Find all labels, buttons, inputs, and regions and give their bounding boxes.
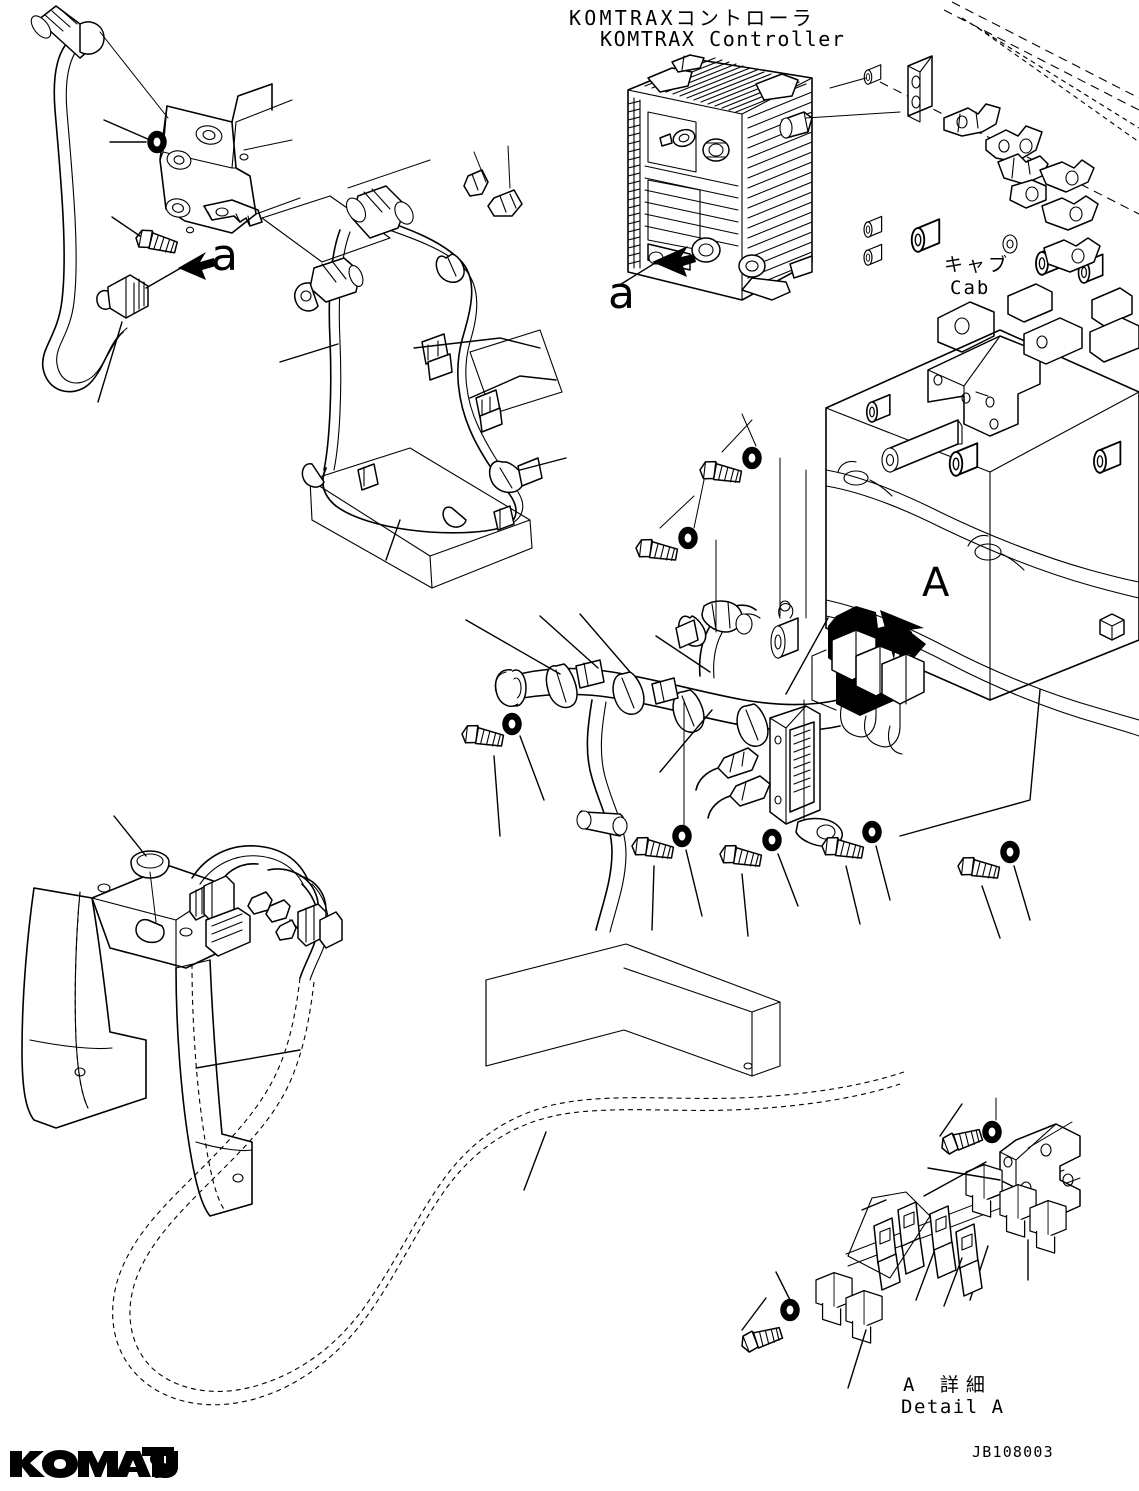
reference-marker-A-detail: A — [922, 560, 950, 606]
reference-marker-a-center: a — [608, 268, 635, 319]
group-main-harness — [459, 413, 1041, 939]
group-cover-panel — [21, 815, 905, 1406]
drawing-number: JB108003 — [972, 1443, 1054, 1461]
group-frame-rail — [825, 317, 1139, 737]
group-komtrax-controller — [617, 54, 901, 301]
group-detail-a — [737, 1097, 1081, 1389]
group-cab-hardware — [829, 1, 1139, 353]
cab-label-english: Cab — [950, 277, 991, 299]
komatsu-logo — [8, 1447, 180, 1481]
detail-a-label-japanese: A 詳細 — [903, 1374, 992, 1396]
title-japanese: KOMTRAXコントローラ — [569, 6, 815, 30]
reference-marker-a-left: a — [211, 230, 238, 281]
cab-label-japanese: キャブ — [944, 254, 1011, 276]
group-antenna-harness — [261, 145, 567, 589]
group-antenna-bracket — [30, 5, 301, 403]
title-english: KOMTRAX Controller — [600, 27, 846, 51]
group-relay-block — [785, 606, 926, 755]
detail-a-label-english: Detail A — [901, 1396, 1005, 1418]
